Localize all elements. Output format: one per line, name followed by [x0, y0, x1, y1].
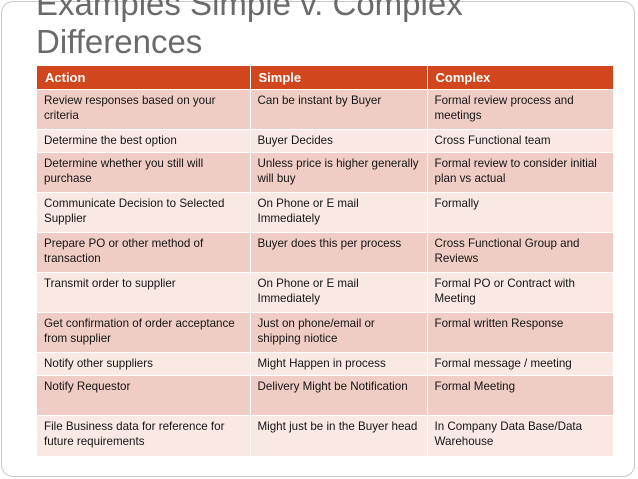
cell-simple: Just on phone/email or shipping niotice: [250, 312, 428, 353]
cell-complex: Formal review to consider initial plan v…: [427, 152, 613, 193]
cell-action: Notify Requestor: [37, 375, 251, 416]
table-row: Prepare PO or other method of transactio…: [37, 232, 613, 273]
header-simple: Simple: [250, 66, 428, 90]
cell-action: Transmit order to supplier: [37, 272, 251, 313]
table-row: Communicate Decision to Selected Supplie…: [37, 192, 613, 233]
cell-simple: Unless price is higher generally will bu…: [250, 152, 428, 193]
cell-simple: On Phone or E mail Immediately: [250, 272, 428, 313]
table-row: Notify other suppliers Might Happen in p…: [37, 352, 613, 376]
cell-complex: In Company Data Base/Data Warehouse: [427, 415, 613, 456]
cell-action: Communicate Decision to Selected Supplie…: [37, 192, 251, 233]
cell-simple: Might Happen in process: [250, 352, 428, 376]
table-row: Review responses based on your criteria …: [37, 89, 613, 130]
header-action: Action: [37, 66, 251, 90]
cell-simple: Might just be in the Buyer head: [250, 415, 428, 456]
cell-complex: Formally: [427, 192, 613, 233]
table-row: Notify Requestor Delivery Might be Notif…: [37, 375, 613, 416]
cell-simple: Delivery Might be Notification: [250, 375, 428, 416]
table-row: Determine the best option Buyer Decides …: [37, 129, 613, 153]
slide-title: Examples Simple v. Complex Differences: [36, 0, 596, 61]
table-header-row: Action Simple Complex: [37, 66, 613, 90]
cell-complex: Formal written Response: [427, 312, 613, 353]
cell-simple: Can be instant by Buyer: [250, 89, 428, 130]
cell-action: Get confirmation of order acceptance fro…: [37, 312, 251, 353]
cell-action: File Business data for reference for fut…: [37, 415, 251, 456]
cell-action: Determine whether you still will purchas…: [37, 152, 251, 193]
cell-complex: Cross Functional Group and Reviews: [427, 232, 613, 273]
cell-simple: Buyer does this per process: [250, 232, 428, 273]
table-row: Transmit order to supplier On Phone or E…: [37, 272, 613, 313]
slide-title-line-2: Differences: [36, 23, 203, 60]
cell-action: Determine the best option: [37, 129, 251, 153]
cell-complex: Formal PO or Contract with Meeting: [427, 272, 613, 313]
cell-action: Review responses based on your criteria: [37, 89, 251, 130]
cell-simple: On Phone or E mail Immediately: [250, 192, 428, 233]
table-row: File Business data for reference for fut…: [37, 415, 613, 456]
cell-action: Notify other suppliers: [37, 352, 251, 376]
header-complex: Complex: [427, 66, 613, 90]
cell-simple: Buyer Decides: [250, 129, 428, 153]
slide-title-line-1: Examples Simple v. Complex: [36, 0, 463, 22]
cell-action: Prepare PO or other method of transactio…: [37, 232, 251, 273]
comparison-table: Action Simple Complex Review responses b…: [37, 66, 613, 456]
cell-complex: Formal message / meeting: [427, 352, 613, 376]
cell-complex: Cross Functional team: [427, 129, 613, 153]
table-row: Determine whether you still will purchas…: [37, 152, 613, 193]
cell-complex: Formal review process and meetings: [427, 89, 613, 130]
cell-complex: Formal Meeting: [427, 375, 613, 416]
table-row: Get confirmation of order acceptance fro…: [37, 312, 613, 353]
